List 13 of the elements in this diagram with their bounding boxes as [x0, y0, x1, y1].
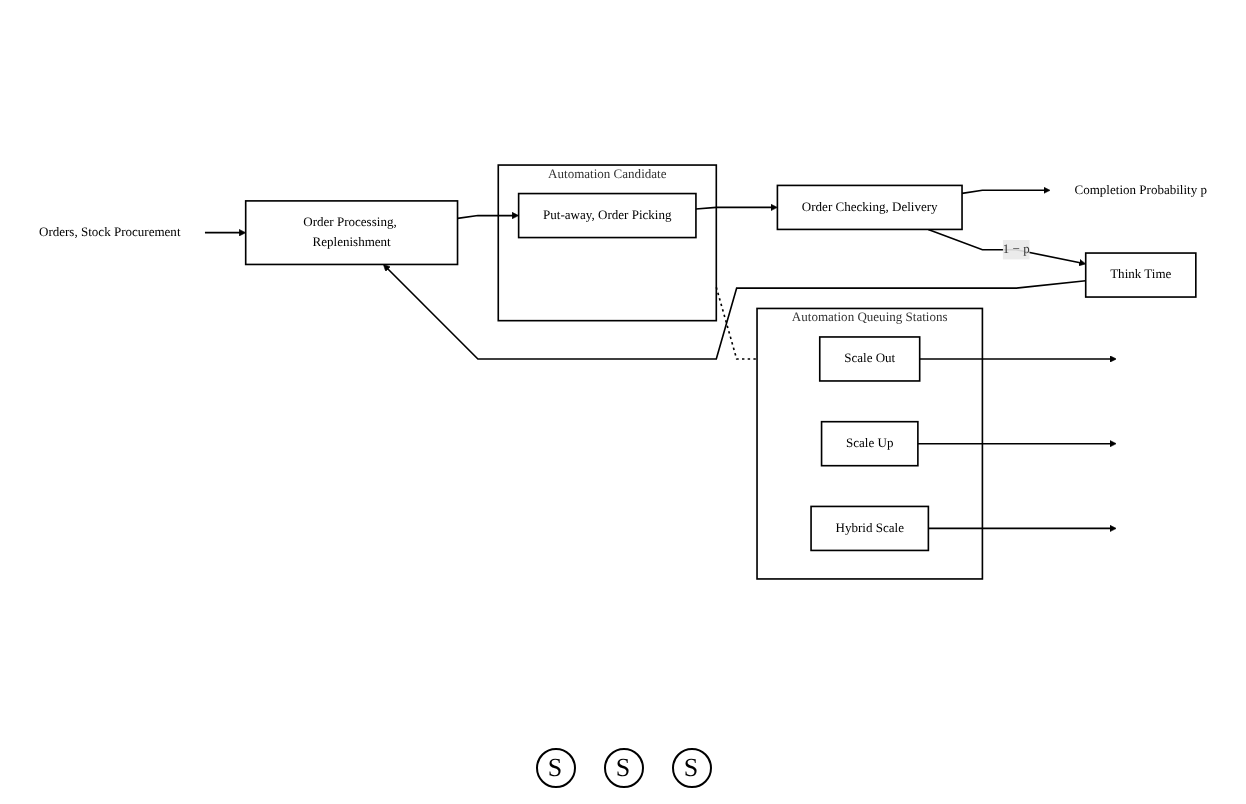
arrow: [917, 440, 1117, 448]
arrow: [383, 264, 1087, 360]
arrow: [927, 228, 1087, 267]
connector: [715, 286, 758, 360]
arrow: [695, 203, 778, 211]
server-symbol-label: S: [671, 748, 711, 788]
arrow: [927, 524, 1117, 532]
server-symbol-label: S: [603, 748, 643, 788]
arrow: [456, 212, 519, 220]
arrow: [961, 186, 1051, 195]
arrow: [918, 355, 1117, 363]
arrow: [204, 229, 246, 237]
server-symbol-label: S: [535, 748, 575, 788]
